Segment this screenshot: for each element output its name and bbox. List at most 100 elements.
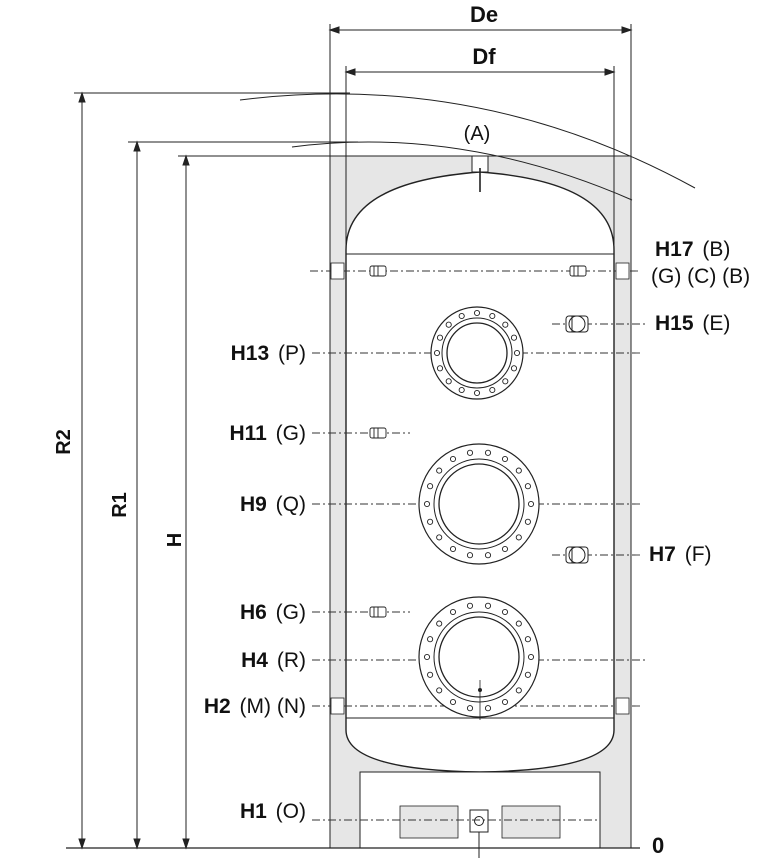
- sleeve-h11: [369, 427, 387, 439]
- flange-bolt-hole: [473, 309, 481, 317]
- dim-de: [328, 24, 633, 156]
- level-h11-conn: (G): [276, 422, 306, 445]
- flange-bolt-hole: [527, 653, 535, 661]
- flange-bolt-hole: [513, 349, 521, 357]
- flange-bolt-hole: [484, 449, 492, 456]
- level-h6-conn: (G): [276, 601, 306, 624]
- flange-bolt-hole: [427, 636, 434, 643]
- level-h2-conn: (M) (N): [240, 695, 306, 718]
- flange-bolt-hole: [427, 518, 434, 525]
- flange-bolt-hole: [458, 386, 465, 394]
- arc-r2: [239, 93, 696, 189]
- flange-bolt-hole: [436, 334, 444, 341]
- level-h7: H7 (F): [649, 543, 712, 566]
- flange-bolt-hole: [524, 671, 531, 678]
- flange-gasket-ring: [441, 317, 513, 389]
- socket-h15: [565, 315, 589, 333]
- flange-h4-mark: [478, 688, 482, 692]
- bottom-drain: [469, 809, 489, 833]
- sleeve-h17-left: [369, 265, 387, 277]
- level-h17-code: H17: [655, 238, 694, 261]
- level-h17: H17 (B): [655, 238, 730, 261]
- stub-h2-right: [615, 697, 630, 715]
- flange-bolt-hole: [466, 449, 474, 456]
- flange-bolt-hole: [449, 455, 457, 463]
- socket-h7: [565, 546, 589, 564]
- flange-opening: [438, 463, 520, 545]
- flange-bolt-hole: [510, 365, 518, 372]
- level-h1-code: H1: [240, 800, 267, 823]
- flange-bolt-hole: [515, 687, 522, 694]
- label-top-connection: (A): [464, 123, 491, 145]
- flange-gasket-ring: [433, 611, 525, 703]
- dim-df: [344, 66, 616, 250]
- arc-r1: [291, 141, 633, 201]
- level-h2: H2 (M) (N): [204, 695, 306, 718]
- flange-bolt-hole: [466, 552, 474, 559]
- flange-bolt-hole: [449, 608, 457, 616]
- level-h11: H11 (G): [229, 422, 306, 445]
- stub-h2-left: [330, 697, 345, 715]
- label-r2: R2: [53, 429, 75, 455]
- flange-bolt-hole: [433, 349, 441, 357]
- level-h9-conn: (Q): [276, 493, 306, 516]
- flange-bolt-hole: [436, 467, 443, 474]
- level-h1-conn: (O): [276, 800, 306, 823]
- flange-bolt-hole: [458, 312, 465, 320]
- flange-gasket-ring: [433, 458, 525, 550]
- sleeve-h17-right: [569, 265, 587, 277]
- dim-h: [178, 154, 330, 850]
- flange-bolt-hole: [524, 518, 531, 525]
- flange-bolt-hole: [484, 552, 492, 559]
- flange-bolt-hole: [445, 378, 452, 385]
- base-plate-right: [501, 805, 561, 839]
- level-h6: H6 (G): [240, 601, 306, 624]
- level-h7-conn: (F): [685, 543, 712, 566]
- flange-bolt-hole: [466, 602, 474, 609]
- stub-h17-right: [615, 262, 630, 280]
- flange-bolt-hole: [427, 483, 434, 490]
- level-h2-code: H2: [204, 695, 231, 718]
- flange-bolt-hole: [484, 705, 492, 712]
- level-h9: H9 (Q): [240, 493, 306, 516]
- label-zero: 0: [652, 833, 664, 858]
- flange-bolt-hole: [524, 636, 531, 643]
- level-h15-code: H15: [655, 312, 694, 335]
- flange-bolt-hole: [436, 687, 443, 694]
- label-df: Df: [472, 44, 496, 69]
- flange-bolt-hole: [527, 500, 535, 508]
- level-h15: H15 (E): [655, 312, 730, 335]
- flange-bolt-hole: [510, 334, 518, 341]
- flange-bolt-hole: [489, 312, 496, 320]
- flange-bolt-hole: [449, 698, 457, 706]
- flange-bolt-hole: [436, 365, 444, 372]
- flange-bolt-hole: [423, 500, 431, 508]
- flange-bolt-hole: [484, 602, 492, 609]
- flange-bolt-hole: [501, 698, 509, 706]
- flange-bolt-hole: [502, 321, 509, 328]
- level-h13-code: H13: [231, 342, 270, 365]
- flange-h9: [418, 443, 540, 565]
- flange-bolt-hole: [524, 483, 531, 490]
- level-h1: H1 (O): [240, 800, 306, 823]
- flange-bolt-hole: [436, 534, 443, 541]
- flange-bolt-hole: [449, 545, 457, 553]
- flange-bolt-hole: [515, 620, 522, 627]
- flange-h13: [430, 306, 524, 400]
- level-h17-extra: (G) (C) (B): [651, 265, 750, 288]
- label-r1: R1: [109, 492, 131, 518]
- flange-bolt-hole: [473, 389, 481, 397]
- level-h13-conn: (P): [278, 342, 306, 365]
- flange-bolt-hole: [501, 545, 509, 553]
- sleeve-h6: [369, 606, 387, 618]
- base-plate-left: [399, 805, 459, 839]
- flange-h4: [418, 596, 540, 718]
- flange-opening: [446, 322, 508, 384]
- dim-r1: [128, 140, 358, 850]
- flange-bolt-hole: [501, 608, 509, 616]
- flange-opening: [438, 616, 520, 698]
- flange-bolt-hole: [501, 455, 509, 463]
- dim-r2: [74, 91, 350, 850]
- level-h4: H4 (R): [241, 649, 306, 672]
